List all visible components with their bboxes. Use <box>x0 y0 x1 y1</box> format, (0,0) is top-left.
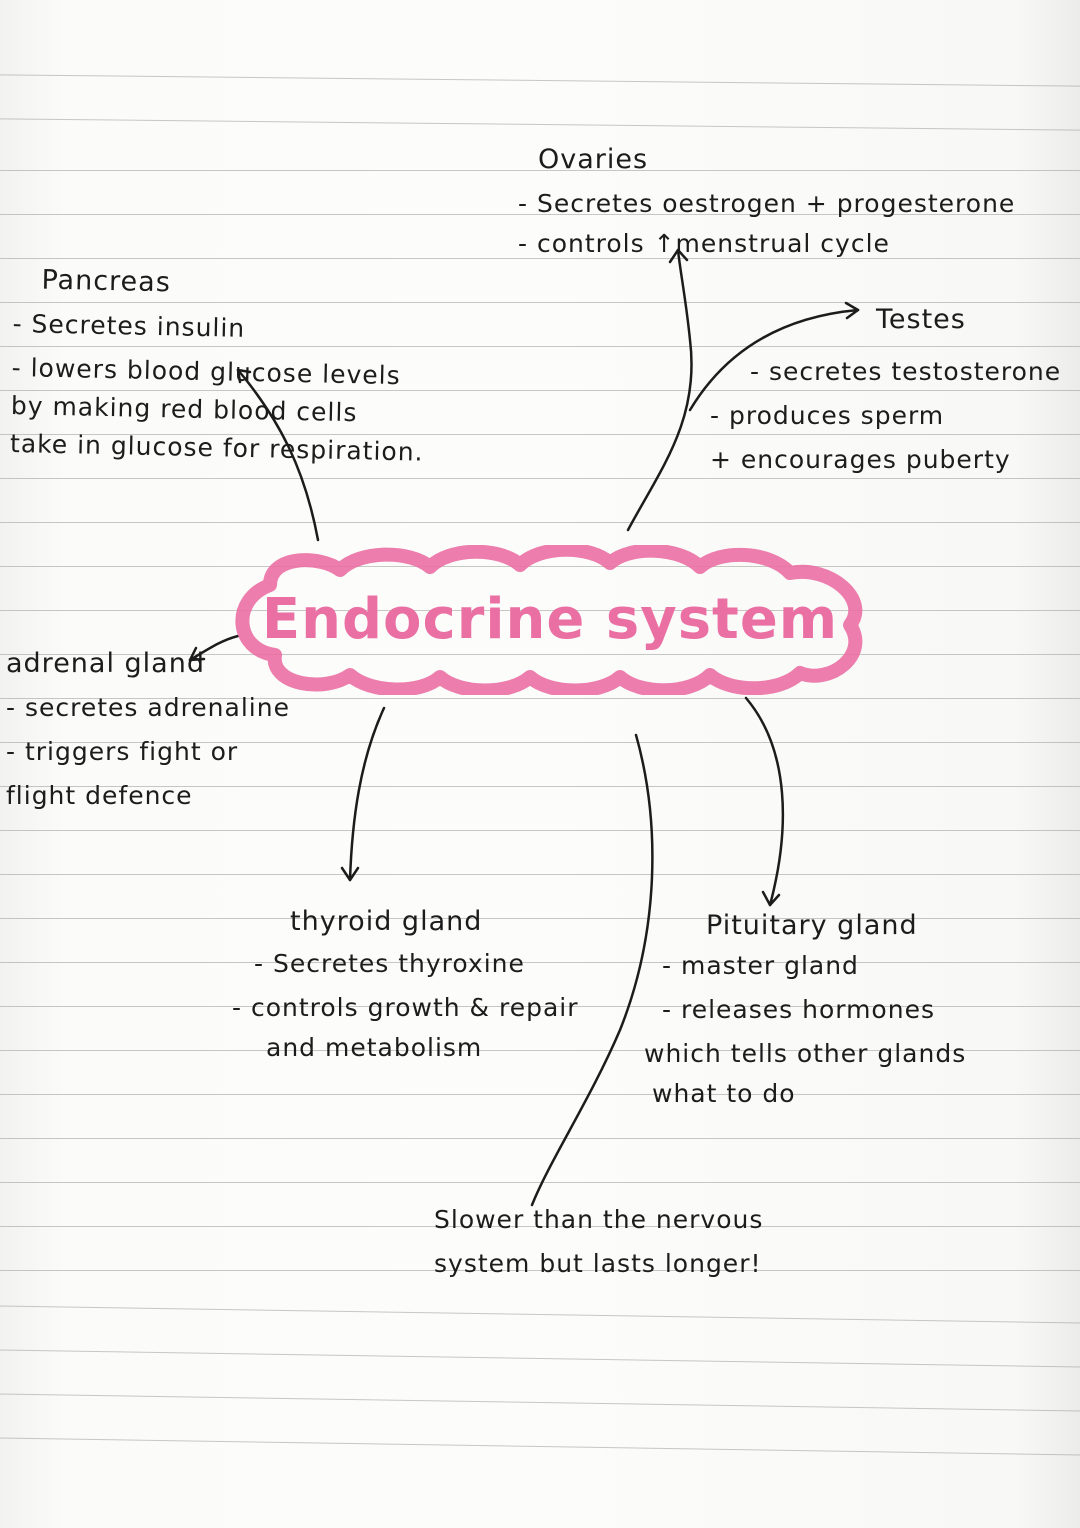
arrow-to-adrenal <box>188 634 240 662</box>
cloud-outline-icon <box>235 545 863 695</box>
thyroid-line: and metabolism <box>266 1033 483 1062</box>
arrow-to-pituitary <box>744 696 785 907</box>
testes-line: + encourages puberty <box>710 445 1011 474</box>
adrenal-line: - triggers fight or <box>6 737 239 766</box>
node-pancreas: Pancreas - Secretes insulin - lowers blo… <box>10 258 428 475</box>
ovaries-line: - controls ↑menstrual cycle <box>518 229 890 258</box>
node-pituitary: Pituitary gland - master gland - release… <box>644 904 966 1116</box>
testes-title: Testes <box>876 304 966 335</box>
testes-line: - produces sperm <box>710 401 945 430</box>
arrow-to-footnote <box>530 733 654 1207</box>
node-footnote: Slower than the nervous system but lasts… <box>434 1198 763 1286</box>
adrenal-line: - secretes adrenaline <box>6 693 290 722</box>
ovaries-title: Ovaries <box>538 144 649 175</box>
ovaries-line: - Secretes oestrogen + progesterone <box>518 189 1016 218</box>
adrenal-line: flight defence <box>6 781 193 810</box>
arrow-to-thyroid <box>348 706 386 882</box>
pituitary-line: which tells other glands <box>644 1039 967 1068</box>
footnote-line: system but lasts longer! <box>434 1249 762 1278</box>
thyroid-line: - Secretes thyroxine <box>254 949 525 978</box>
pituitary-title: Pituitary gland <box>706 910 918 941</box>
arrow-to-pancreas <box>236 368 320 542</box>
center-topic: Endocrine system <box>230 545 870 695</box>
node-adrenal: adrenal gland - secretes adrenaline - tr… <box>6 642 290 818</box>
thyroid-line: - controls growth & repair <box>232 993 579 1022</box>
node-ovaries: Ovaries - Secretes oestrogen + progester… <box>518 138 1015 266</box>
pancreas-line: take in glucose for respiration. <box>9 428 424 467</box>
thyroid-title: thyroid gland <box>290 906 483 937</box>
adrenal-title: adrenal gland <box>6 648 205 679</box>
footnote-line: Slower than the nervous <box>434 1205 764 1234</box>
node-thyroid: thyroid gland - Secretes thyroxine - con… <box>232 900 579 1070</box>
pituitary-line: what to do <box>652 1079 796 1108</box>
pituitary-line: - releases hormones <box>662 995 935 1024</box>
arrow-to-testes <box>688 308 860 412</box>
center-topic-label: Endocrine system <box>261 587 839 652</box>
pituitary-line: - master gland <box>662 951 859 980</box>
arrow-to-ovaries <box>626 248 693 532</box>
testes-line: - secretes testosterone <box>750 357 1062 386</box>
node-testes: Testes - secretes testosterone - produce… <box>710 298 1061 482</box>
